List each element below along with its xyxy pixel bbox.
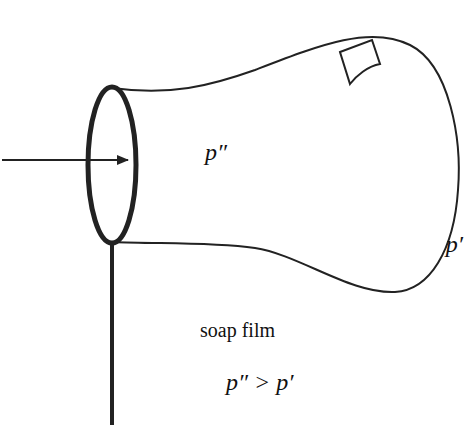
wire-ring — [88, 87, 136, 243]
soap-film-label: soap film — [200, 320, 275, 340]
flow-arrow — [2, 159, 128, 161]
ring-handle — [110, 243, 114, 425]
inner-pressure-label: p″ — [205, 140, 227, 164]
outer-pressure-label: p′ — [446, 232, 463, 256]
film-element-patch — [340, 40, 380, 84]
soap-film-outline — [112, 37, 459, 292]
pressure-relation-label: p″ > p′ — [226, 370, 293, 394]
